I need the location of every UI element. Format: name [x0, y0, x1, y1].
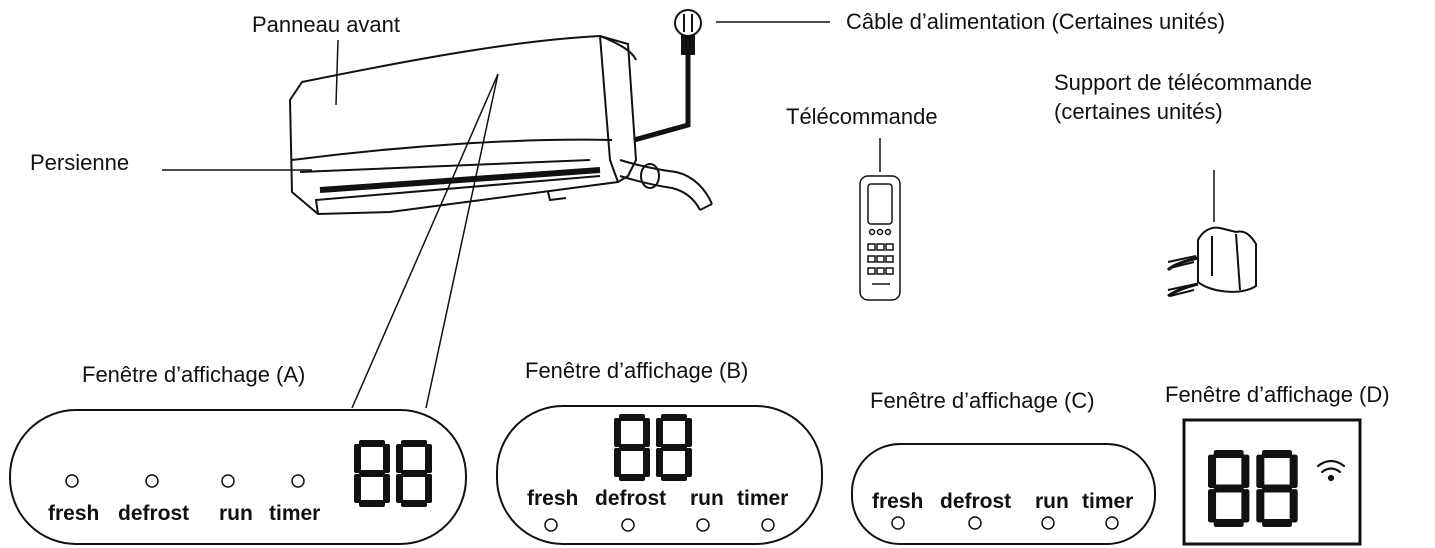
display-window-d — [1182, 418, 1362, 546]
label-fresh-a: fresh — [48, 502, 99, 525]
label-remote-holder: Support de télécommande (certaines unité… — [1054, 70, 1313, 124]
label-display-b: Fenêtre d’affichage (B) — [525, 358, 749, 383]
indicator-labels-b: fresh defrost run timer — [527, 487, 788, 510]
label-louver: Persienne — [30, 150, 130, 175]
drain-hose — [619, 159, 713, 211]
label-display-d: Fenêtre d’affichage (D) — [1165, 382, 1390, 407]
label-run-b: run — [690, 487, 724, 510]
label-run-a: run — [219, 502, 253, 525]
leader-lines — [162, 21, 1215, 409]
label-defrost-a: defrost — [118, 502, 189, 525]
label-defrost-c: defrost — [940, 490, 1011, 513]
remote-holder-icon — [1166, 226, 1257, 298]
label-timer-b: timer — [737, 487, 788, 510]
indicator-labels-c: fresh defrost run timer — [872, 490, 1133, 513]
label-display-c: Fenêtre d’affichage (C) — [870, 388, 1095, 413]
display-window-a — [9, 409, 467, 545]
power-cable — [633, 52, 691, 143]
display-window-c — [851, 443, 1156, 545]
power-plug-icon — [674, 9, 702, 55]
display-window-b — [496, 405, 823, 545]
label-run-c: run — [1035, 490, 1069, 513]
remote-control-icon — [859, 175, 901, 301]
label-front-panel: Panneau avant — [252, 12, 401, 37]
label-timer-c: timer — [1082, 490, 1133, 513]
label-timer-a: timer — [269, 502, 320, 525]
label-power-cable: Câble d’alimentation (Certaines unités) — [846, 9, 1226, 34]
wifi-icon — [1316, 459, 1346, 482]
indicator-labels-a: fresh defrost run timer — [48, 502, 320, 525]
label-defrost-b: defrost — [595, 487, 666, 510]
indoor-unit — [288, 34, 638, 216]
label-remote: Télécommande — [786, 104, 938, 129]
label-fresh-c: fresh — [872, 490, 923, 513]
label-fresh-b: fresh — [527, 487, 578, 510]
label-display-a: Fenêtre d’affichage (A) — [82, 362, 306, 387]
